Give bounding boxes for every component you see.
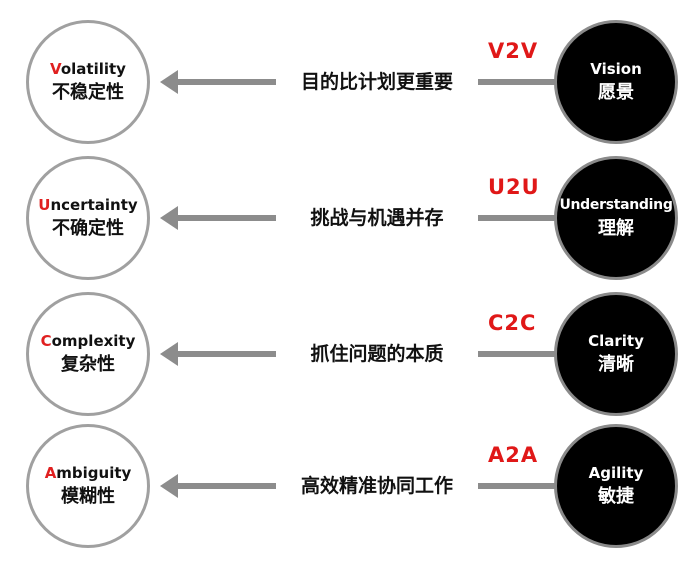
arrow-line-left (176, 483, 276, 489)
label-rest: mbiguity (56, 464, 132, 482)
label-rest: olatility (60, 60, 126, 78)
left-chinese-label: 模糊性 (61, 486, 115, 507)
middle-text: 抓住问题的本质 (310, 343, 444, 365)
left-english-label: Volatility (50, 59, 126, 79)
arrow-line-left (176, 351, 276, 357)
right-chinese-label: 敏捷 (598, 486, 634, 507)
highlighted-initial: U (38, 196, 51, 214)
arrow-head-left-icon (160, 70, 178, 94)
diagram-row-uncertainty: Uncertainty 不确定性 挑战与机遇并存 U2U Understandi… (0, 156, 698, 286)
left-english-label: Uncertainty (38, 195, 137, 215)
left-chinese-label: 复杂性 (61, 354, 115, 375)
right-english-label: Agility (588, 464, 644, 482)
arrow-head-left-icon (160, 474, 178, 498)
right-circle-understanding: Understanding 理解 (554, 156, 678, 280)
highlighted-initial: A (44, 464, 57, 482)
left-english-label: Ambiguity (45, 463, 132, 483)
right-circle-clarity: Clarity 清晰 (554, 292, 678, 416)
left-chinese-label: 不稳定性 (52, 82, 124, 103)
left-circle-ambiguity: Ambiguity 模糊性 (26, 424, 150, 548)
highlighted-initial: V (50, 60, 61, 78)
right-english-label: Vision (590, 60, 642, 78)
left-english-label: Complexity (41, 331, 136, 351)
right-chinese-label: 清晰 (598, 354, 634, 375)
arrow-line-left (176, 79, 276, 85)
arrow-head-left-icon (160, 206, 178, 230)
left-circle-complexity: Complexity 复杂性 (26, 292, 150, 416)
arrow-line-right (478, 483, 556, 489)
right-circle-agility: Agility 敏捷 (554, 424, 678, 548)
middle-text: 高效精准协同工作 (300, 475, 453, 497)
middle-text: 目的比计划更重要 (300, 71, 453, 93)
code-label: A2A (488, 443, 539, 467)
label-rest: omplexity (51, 332, 136, 350)
right-english-label: Clarity (588, 332, 644, 350)
middle-text: 挑战与机遇并存 (310, 207, 444, 229)
code-label: C2C (488, 311, 537, 335)
right-circle-vision: Vision 愿景 (554, 20, 678, 144)
diagram-row-volatility: Volatility 不稳定性 目的比计划更重要 V2V Vision 愿景 (0, 20, 698, 150)
arrow-line-right (478, 215, 556, 221)
highlighted-initial: C (40, 332, 52, 350)
left-circle-uncertainty: Uncertainty 不确定性 (26, 156, 150, 280)
arrow-line-left (176, 215, 276, 221)
left-circle-volatility: Volatility 不稳定性 (26, 20, 150, 144)
label-rest: ncertainty (50, 196, 138, 214)
left-chinese-label: 不确定性 (52, 218, 124, 239)
diagram-row-complexity: Complexity 复杂性 抓住问题的本质 C2C Clarity 清晰 (0, 292, 698, 422)
arrow-head-left-icon (160, 342, 178, 366)
right-english-label: Understanding (559, 197, 673, 213)
right-chinese-label: 理解 (598, 218, 634, 239)
arrow-line-right (478, 79, 556, 85)
code-label: U2U (488, 175, 540, 199)
code-label: V2V (488, 39, 539, 63)
right-chinese-label: 愿景 (598, 82, 634, 103)
arrow-line-right (478, 351, 556, 357)
diagram-row-ambiguity: Ambiguity 模糊性 高效精准协同工作 A2A Agility 敏捷 (0, 424, 698, 554)
